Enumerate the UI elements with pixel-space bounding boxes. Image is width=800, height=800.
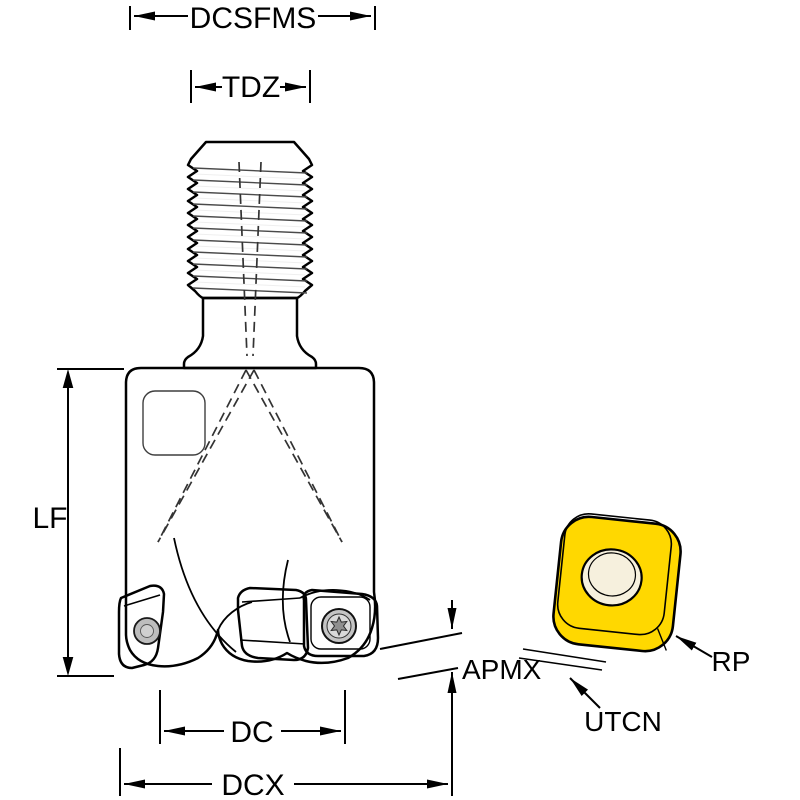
clamp-screw-left-center bbox=[140, 624, 154, 638]
insert-right-face bbox=[302, 588, 380, 658]
insert-front bbox=[236, 586, 310, 662]
torx-recess bbox=[330, 615, 348, 637]
insert-detail-view bbox=[518, 512, 682, 671]
lf-arrow-up bbox=[62, 369, 74, 388]
insert-corner-edge bbox=[656, 628, 667, 651]
insert-top-face-edge bbox=[556, 512, 673, 636]
dimension-lf: LF bbox=[32, 368, 124, 677]
label-apmx: APMX bbox=[462, 654, 542, 685]
tool-body bbox=[124, 366, 377, 668]
dimension-dcsfms: DCSFMS bbox=[129, 2, 376, 35]
dimension-dc: DC bbox=[159, 690, 346, 749]
wrench-flat bbox=[142, 390, 206, 456]
dimension-dcx: DCX bbox=[119, 748, 448, 800]
wiper-edge-lines bbox=[518, 648, 607, 671]
label-dcsfms: DCSFMS bbox=[190, 2, 317, 35]
neck-collar bbox=[182, 296, 318, 370]
insert-left bbox=[117, 584, 166, 670]
dimension-tdz: TDZ bbox=[190, 70, 311, 104]
label-lf: LF bbox=[32, 502, 67, 535]
insert-hole-counterbore bbox=[587, 552, 637, 597]
label-utcn: UTCN bbox=[584, 706, 662, 737]
lf-arrow-down bbox=[62, 657, 74, 676]
thread-lines bbox=[192, 167, 308, 294]
label-dc: DC bbox=[230, 716, 273, 749]
thread-shank bbox=[186, 140, 314, 300]
dimension-apmx: APMX bbox=[379, 600, 542, 796]
label-rp: RP bbox=[712, 646, 751, 677]
thread-highlights bbox=[194, 173, 306, 288]
torx-screw bbox=[321, 608, 357, 644]
label-tdz: TDZ bbox=[222, 71, 280, 104]
hidden-lines bbox=[157, 161, 343, 543]
pocket-curves bbox=[173, 537, 371, 653]
label-dcx: DCX bbox=[221, 769, 284, 800]
dimension-rp: RP bbox=[675, 635, 751, 677]
dimension-utcn: UTCN bbox=[569, 677, 662, 737]
